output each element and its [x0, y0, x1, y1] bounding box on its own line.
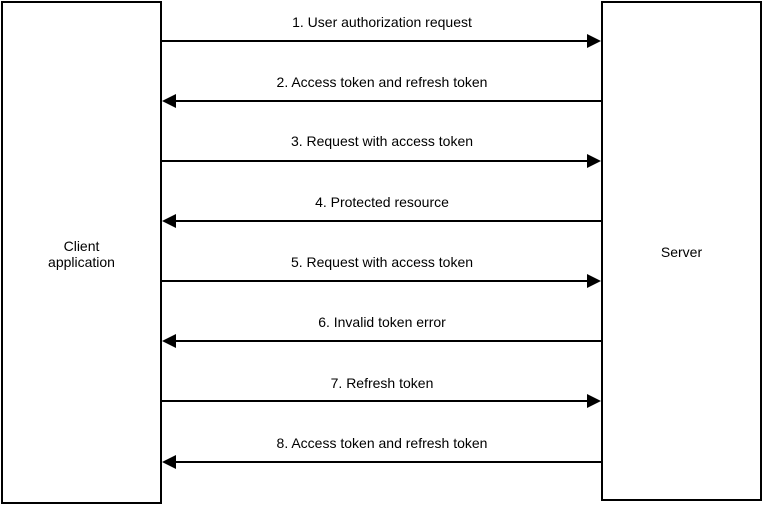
- server-box: Server: [601, 1, 762, 501]
- message-label-8: 8. Access token and refresh token: [276, 435, 488, 451]
- message-label-7: 7. Refresh token: [330, 375, 434, 391]
- message-arrowhead-8: [162, 455, 176, 469]
- message-label-6: 6. Invalid token error: [318, 314, 446, 330]
- message-label-3: 3. Request with access token: [290, 133, 474, 149]
- message-label-5: 5. Request with access token: [290, 254, 474, 270]
- message-arrowhead-7: [587, 394, 601, 408]
- message-arrowhead-2: [162, 94, 176, 108]
- message-arrowhead-6: [162, 334, 176, 348]
- message-arrowhead-4: [162, 214, 176, 228]
- server-label: Server: [660, 243, 703, 260]
- message-label-2: 2. Access token and refresh token: [276, 74, 488, 90]
- message-arrowhead-5: [587, 274, 601, 288]
- message-label-4: 4. Protected resource: [315, 194, 449, 210]
- client-application-label: Client application: [48, 237, 115, 270]
- message-arrowhead-3: [587, 154, 601, 168]
- message-arrowhead-1: [587, 34, 601, 48]
- client-application-box: Client application: [1, 1, 162, 504]
- message-label-1: 1. User authorization request: [292, 14, 472, 30]
